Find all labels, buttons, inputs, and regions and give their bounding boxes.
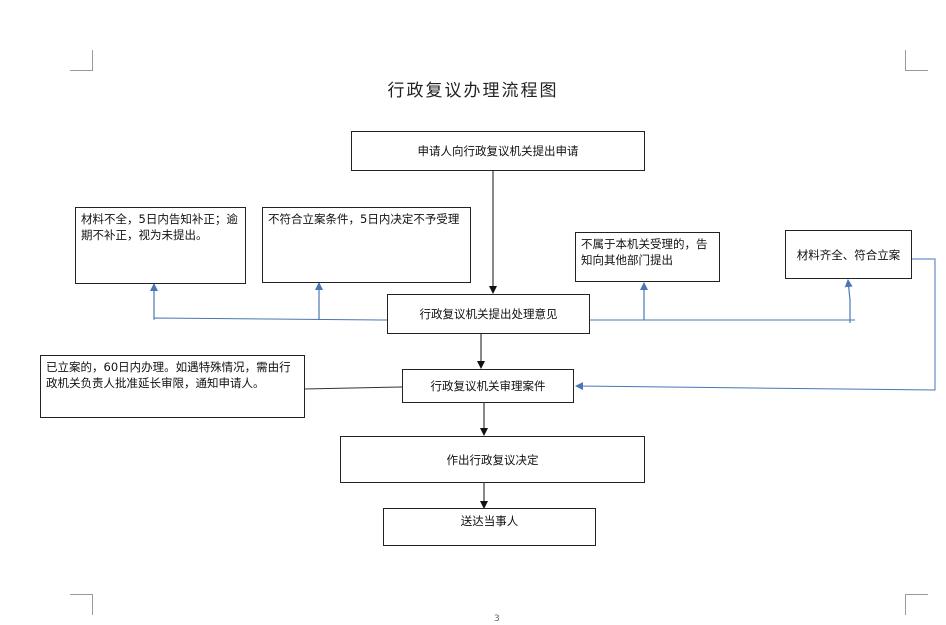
crop-mark-bottom-left — [70, 594, 93, 615]
arrow-to-qualified — [844, 279, 853, 323]
not-in-scope-box: 不属于本机关受理的，告知向其他部门提出 — [575, 232, 720, 282]
qualified-box: 材料齐全、符合立案 — [785, 230, 912, 279]
crop-mark-top-right — [905, 50, 928, 71]
page-number: 3 — [494, 614, 500, 624]
crop-mark-bottom-right — [905, 594, 928, 615]
deliver-box: 送达当事人 — [383, 508, 596, 546]
page-title: 行政复议办理流程图 — [387, 81, 559, 101]
accepted-note-box: 已立案的，60日内办理。如遇特殊情况，需由行政机关负责人批准延长审限，通知申请人… — [40, 355, 305, 418]
apply-box: 申请人向行政复议机关提出申请 — [351, 131, 645, 171]
not-qualified-box: 不符合立案条件，5日内决定不予受理 — [262, 207, 471, 283]
incomplete-box: 材料不全，5日内告知补正；逾期不补正，视为未提出。 — [75, 207, 246, 284]
note-connector — [303, 386, 403, 390]
decision-box: 作出行政复议决定 — [340, 436, 645, 483]
opinion-box: 行政复议机关提出处理意见 — [387, 294, 590, 334]
crop-mark-top-left — [70, 50, 93, 71]
review-box: 行政复议机关审理案件 — [402, 369, 574, 403]
arrow-qualified-to-review — [575, 258, 936, 391]
branch-line-left — [153, 317, 389, 321]
